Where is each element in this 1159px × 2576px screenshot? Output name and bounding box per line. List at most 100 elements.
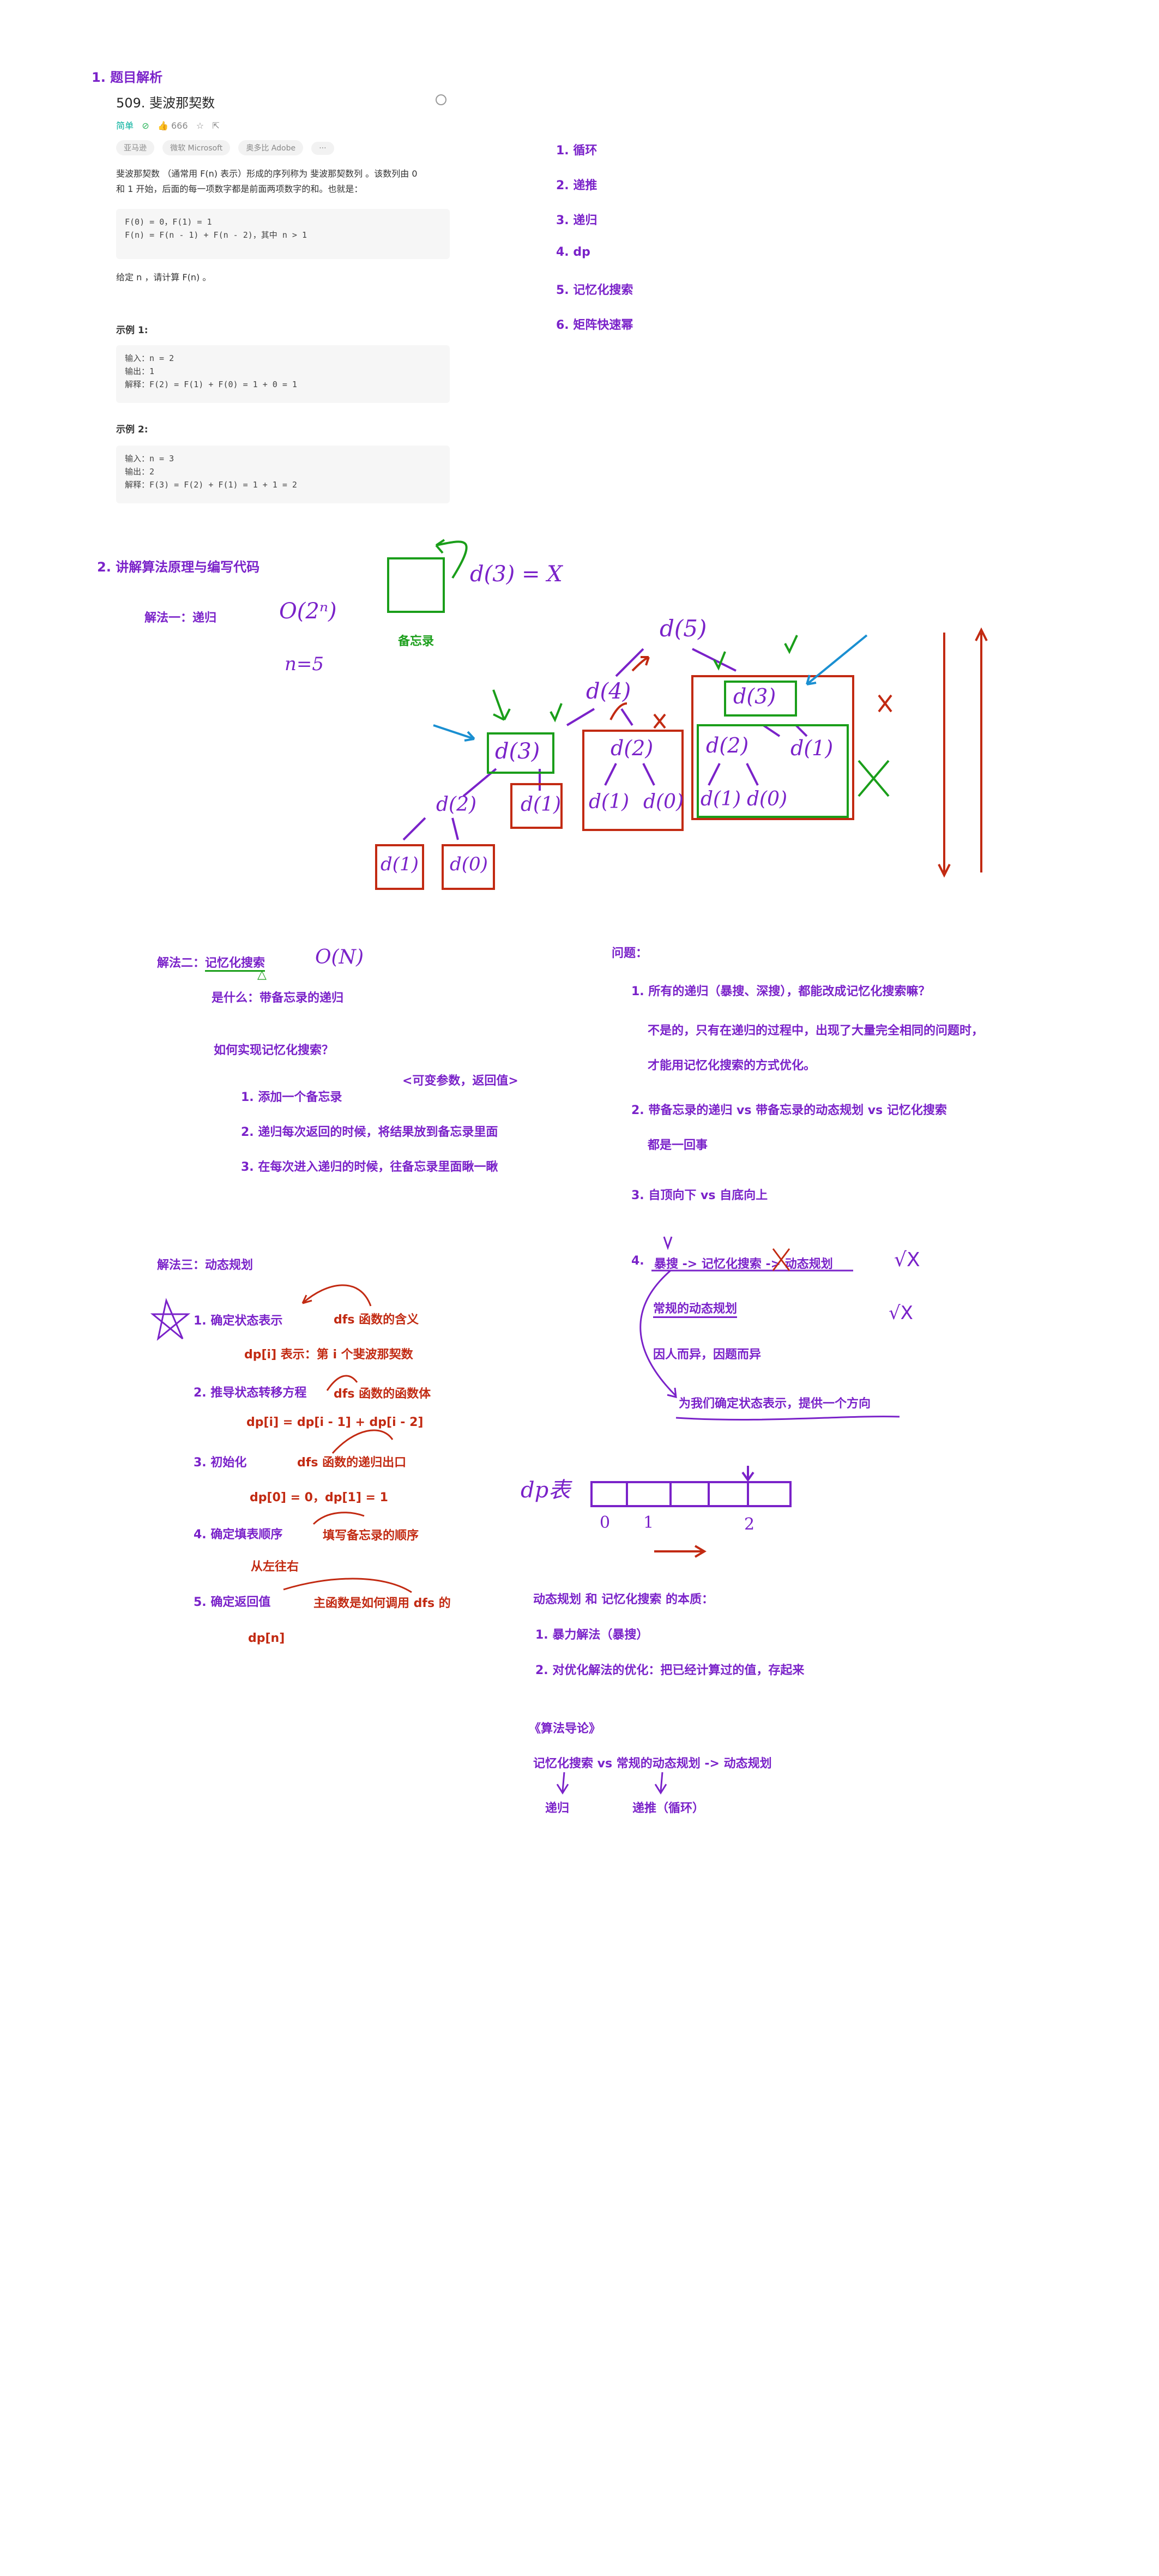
node-d4: d(4) <box>586 679 631 704</box>
sol2-label: 解法二：记忆化搜索 <box>157 953 265 972</box>
sol2-step3: 3. 在每次进入递归的时候，往备忘录里面瞅一瞅 <box>241 1160 498 1174</box>
ex2-explain: 解释：F(3) = F(2) + F(1) = 1 + 1 = 2 <box>125 480 297 490</box>
like-count: 666 <box>171 121 188 131</box>
node-d0c: d(0) <box>747 788 788 810</box>
sol2-how: 如何实现记忆化搜索？ <box>214 1044 334 1057</box>
ex1-explain: 解释：F(2) = F(1) + F(0) = 1 + 0 = 1 <box>125 380 297 389</box>
sol3-step2-detail: dp[i] = dp[i - 1] + dp[i - 2] <box>246 1416 424 1429</box>
tag-adobe[interactable]: 奥多比 Adobe <box>238 140 304 155</box>
sol3-step1-note: dfs 函数的含义 <box>334 1313 419 1327</box>
company-tags: 亚马逊 微软 Microsoft 奥多比 Adobe ··· <box>116 140 340 155</box>
question-4-mark-2: √X <box>889 1302 913 1324</box>
sol2-label-hl: 记忆化搜索 <box>205 956 265 972</box>
sol3-step4: 4. 确定填表顺序 <box>194 1528 283 1542</box>
memo-mark: d(3) = X <box>470 562 563 587</box>
problem-desc-2: 和 1 开始，后面的每一项数字都是前面两项数字的和。也就是： <box>116 184 363 194</box>
sol3-step3: 3. 初始化 <box>194 1456 247 1470</box>
sol3-step4-detail: 从左往右 <box>251 1560 299 1574</box>
code-line-1: F(0) = 0，F(1) = 1 <box>125 217 212 227</box>
sol1-complexity: O(2ⁿ) <box>279 599 337 624</box>
dp-index-0: 0 <box>600 1513 611 1532</box>
problem-desc-1: 斐波那契数 （通常用 F(n) 表示）形成的序列称为 斐波那契数列 。该数列由 … <box>116 168 418 179</box>
node-d0a: d(0) <box>643 791 684 813</box>
book-under-1: 递归 <box>545 1802 570 1815</box>
tag-more[interactable]: ··· <box>311 142 334 155</box>
sol2-what: 是什么：带备忘录的递归 <box>212 991 344 1005</box>
info-icon[interactable] <box>436 94 446 105</box>
memo-box <box>387 557 445 613</box>
book-under-2: 递推（循环） <box>632 1802 705 1815</box>
share-icon[interactable]: ⇱ <box>212 121 220 131</box>
methods-item-3: 3. 递归 <box>556 214 597 227</box>
like-icon[interactable]: 👍 <box>157 121 168 131</box>
sol3-step4-note: 填写备忘录的顺序 <box>323 1529 419 1543</box>
tag-amazon[interactable]: 亚马逊 <box>116 140 154 155</box>
sol3-step5-note: 主函数是如何调用 dfs 的 <box>313 1597 451 1610</box>
question-2-answer: 都是一回事 <box>648 1139 708 1152</box>
sol3-step2: 2. 推导状态转移方程 <box>194 1386 307 1400</box>
example1-title: 示例 1: <box>116 325 148 336</box>
memo-label: 备忘录 <box>398 635 434 648</box>
difficulty-badge: 简单 <box>116 121 134 131</box>
section2-title: 2. 讲解算法原理与编写代码 <box>97 559 260 575</box>
node-d3b: d(3) <box>733 684 776 708</box>
tag-microsoft[interactable]: 微软 Microsoft <box>162 140 231 155</box>
dp-table-label: dp表 <box>521 1478 571 1503</box>
triangle-mark: △ <box>257 968 267 982</box>
problem-meta: 简单 ⊘ 👍 666 ☆ ⇱ <box>116 118 220 131</box>
subtree-box-d3b <box>691 675 854 820</box>
question-4-sub-1: 常规的动态规划 <box>653 1299 738 1318</box>
sol3-step3-detail: dp[0] = 0，dp[1] = 1 <box>250 1491 388 1504</box>
leaf-box-d1-bottom <box>375 844 424 890</box>
methods-item-2: 2. 递推 <box>556 179 597 192</box>
node-d0b: d(0) <box>450 853 488 875</box>
example2-title: 示例 2: <box>116 424 148 435</box>
book-line: 记忆化搜索 vs 常规的动态规划 -> 动态规划 <box>533 1757 772 1771</box>
node-d2c: d(2) <box>436 793 477 816</box>
problem-card: 509. 斐波那契数 简单 ⊘ 👍 666 ☆ ⇱ 亚马逊 微软 Microso… <box>112 90 450 504</box>
ex1-output: 输出：1 <box>125 366 155 376</box>
sol2-label-prefix: 解法二： <box>157 956 206 970</box>
node-d1a: d(1) <box>521 793 562 816</box>
node-d5: d(5) <box>660 615 707 642</box>
leaf-box-d1a <box>510 783 563 829</box>
node-d3a: d(3) <box>495 739 540 764</box>
question-1-answer-1: 不是的，只有在递归的过程中，出现了大量完全相同的问题时， <box>648 1024 984 1038</box>
sol1-label: 解法一：递归 <box>144 611 217 625</box>
node-d1c: d(1) <box>589 791 630 813</box>
definition-code: F(0) = 0，F(1) = 1 F(n) = F(n - 1) + F(n … <box>116 209 450 259</box>
leaf-box-d0-bottom <box>442 844 495 890</box>
question-2: 2. 带备忘录的递归 vs 带备忘录的动态规划 vs 记忆化搜索 <box>631 1104 947 1117</box>
problem-given: 给定 n ，请计算 F(n) 。 <box>116 272 212 282</box>
sol2-step2: 2. 递归每次返回的时候，将结果放到备忘录里面 <box>241 1126 498 1139</box>
sol3-label: 解法三：动态规划 <box>157 1259 253 1272</box>
section1-title: 1. 题目解析 <box>92 70 163 85</box>
check-icon: ⊘ <box>142 121 149 131</box>
sol3-step5-detail: dp[n] <box>248 1632 285 1645</box>
memo-arrow <box>436 540 468 579</box>
problem-title[interactable]: 509. 斐波那契数 <box>116 95 215 111</box>
star-icon[interactable]: ☆ <box>196 121 204 131</box>
dp-index-1: 1 <box>643 1513 654 1532</box>
sol2-complexity: O(N) <box>315 946 364 968</box>
question-1-answer-2: 才能用记忆化搜索的方式优化。 <box>648 1059 816 1073</box>
dp-index-2: 2 <box>744 1515 755 1534</box>
node-d1b: d(1) <box>790 736 834 760</box>
node-d2a: d(2) <box>611 736 654 760</box>
sol3-step2-note: dfs 函数的函数体 <box>334 1387 431 1401</box>
sol2-step1: 1. 添加一个备忘录 <box>241 1091 342 1104</box>
memo-hit-box-d3a <box>487 732 554 774</box>
question-4-mark-1: √X <box>894 1249 920 1271</box>
sol3-step5: 5. 确定返回值 <box>194 1596 271 1609</box>
memo-hit-box-d3b <box>724 681 797 717</box>
essence-title: 动态规划 和 记忆化搜索 的本质： <box>533 1593 714 1606</box>
node-d2b: d(2) <box>706 733 749 757</box>
code-line-2: F(n) = F(n - 1) + F(n - 2)，其中 n > 1 <box>125 230 307 240</box>
example2-box: 输入：n = 3 输出：2 解释：F(3) = F(2) + F(1) = 1 … <box>116 446 450 503</box>
ex2-input: 输入：n = 3 <box>125 454 174 464</box>
question-4-num: 4. <box>631 1254 644 1268</box>
ex1-input: 输入：n = 2 <box>125 353 174 363</box>
